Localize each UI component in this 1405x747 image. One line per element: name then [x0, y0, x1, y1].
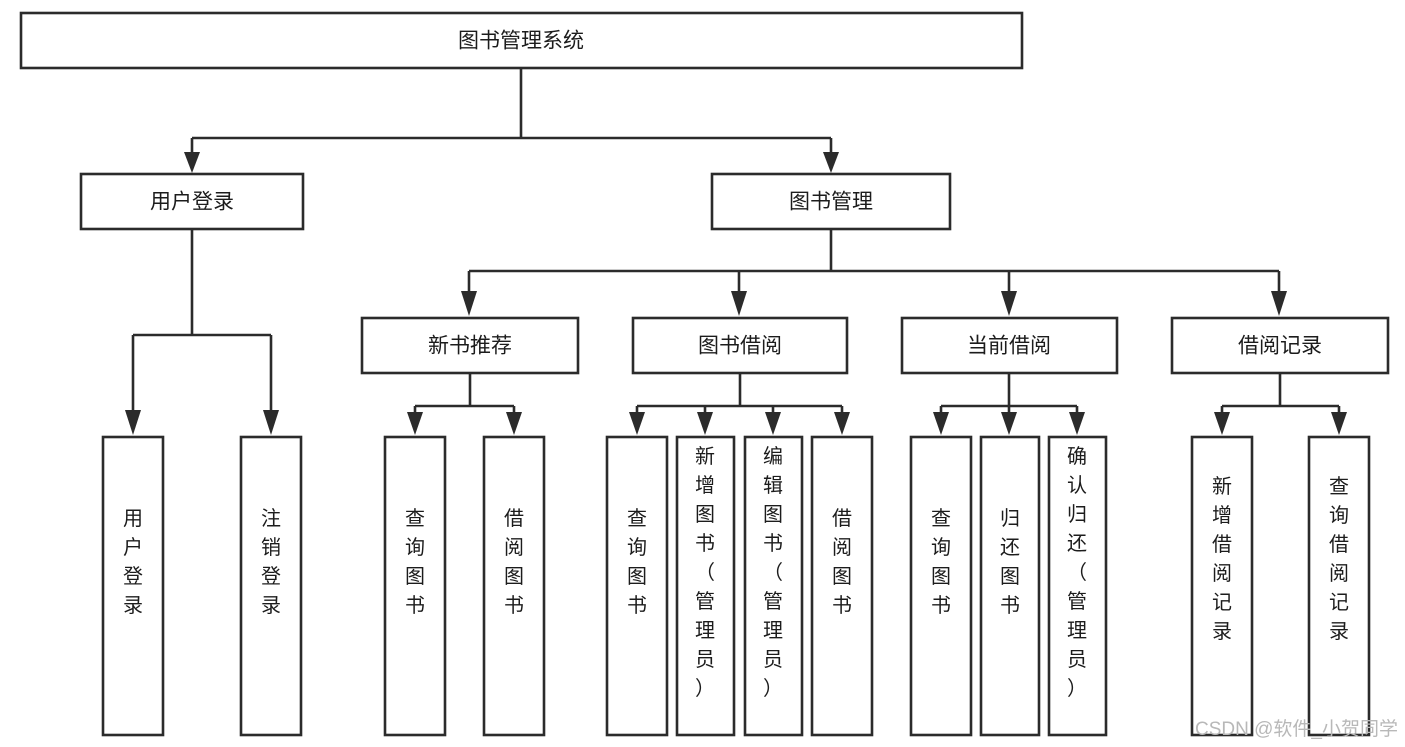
- leaf-cb-return-book[interactable]: 归还图书: [979, 435, 1041, 737]
- leaf-cb-return-book-box[interactable]: [979, 435, 1041, 737]
- arrow-to-current-borrow: [1001, 291, 1017, 316]
- leaf-nbr-borrow-book-label: 借阅图书: [504, 507, 524, 617]
- leaf-nbr-query-book-box[interactable]: [383, 435, 447, 737]
- leaf-cb-query-book-box[interactable]: [909, 435, 973, 737]
- leaf-nbr-query-book-label: 查询图书: [405, 507, 425, 617]
- user-login-label: 用户登录: [150, 191, 234, 214]
- leaf-cb-confirm-return[interactable]: 确认归还（管理员）: [1047, 435, 1108, 737]
- leaf-bb-borrow-book-box[interactable]: [810, 435, 874, 737]
- leaf-bb-add-book-box[interactable]: [675, 435, 736, 737]
- book-borrow-label: 图书借阅: [698, 335, 782, 358]
- watermark-label: CSDN @软件_小贺同学: [1195, 718, 1398, 740]
- root-box[interactable]: [19, 11, 1024, 70]
- node-user-login[interactable]: 用户登录: [79, 172, 305, 231]
- arrow-to-nbr-leaf-1: [407, 412, 423, 435]
- arrow-to-borrow-record: [1271, 291, 1287, 316]
- leaf-user-login-label: 用户登录: [123, 508, 143, 617]
- leaf-br-query-record-label: 查询借阅记录: [1329, 475, 1349, 643]
- leaf-logout-label: 注销登录: [261, 507, 281, 617]
- leaf-nbr-query-book[interactable]: 查询图书: [383, 435, 447, 737]
- arrow-to-book-borrow: [731, 291, 747, 316]
- borrow-record-label: 借阅记录: [1238, 335, 1322, 358]
- arrow-to-book-manage: [823, 152, 839, 173]
- leaf-nbr-borrow-book-box[interactable]: [482, 435, 546, 737]
- node-new-book-recommend[interactable]: 新书推荐: [360, 316, 580, 375]
- leaf-bb-edit-book[interactable]: 编辑图书（管理员）: [743, 435, 804, 737]
- book-manage-label: 图书管理: [789, 191, 873, 214]
- arrow-to-bb-leaf-2: [697, 412, 713, 435]
- arrow-to-cb-leaf-2: [1001, 412, 1017, 435]
- arrow-to-bb-leaf-4: [834, 412, 850, 435]
- connector-borrow-record-to-leaves: [1214, 373, 1347, 435]
- leaf-user-login-box[interactable]: [101, 435, 165, 737]
- arrow-to-nbr-leaf-2: [506, 412, 522, 435]
- arrow-to-br-leaf-2: [1331, 412, 1347, 435]
- leaf-cb-query-book[interactable]: 查询图书: [909, 435, 973, 737]
- book-borrow-box[interactable]: [631, 316, 849, 375]
- arrow-to-new-book-recommend: [461, 291, 477, 316]
- leaf-cb-confirm-return-box[interactable]: [1047, 435, 1108, 737]
- leaf-bb-borrow-book-label: 借阅图书: [832, 507, 852, 617]
- borrow-record-box[interactable]: [1170, 316, 1390, 375]
- leaf-bb-edit-book-label: 编辑图书（管理员）: [763, 445, 783, 700]
- leaf-bb-add-book[interactable]: 新增图书（管理员）: [675, 435, 736, 737]
- connector-book-manage-to-level3: [461, 229, 1287, 316]
- leaf-br-query-record[interactable]: 查询借阅记录: [1307, 435, 1371, 737]
- connector-book-borrow-to-leaves: [629, 373, 850, 435]
- leaf-br-add-record-box[interactable]: [1190, 435, 1254, 737]
- new-book-recommend-label: 新书推荐: [428, 335, 512, 358]
- leaf-user-login[interactable]: 用户登录: [101, 435, 165, 737]
- root-label: 图书管理系统: [458, 30, 584, 53]
- leaf-bb-query-book[interactable]: 查询图书: [605, 435, 669, 737]
- new-book-recommend-box[interactable]: [360, 316, 580, 375]
- leaf-bb-query-book-label: 查询图书: [627, 507, 647, 617]
- leaf-logout[interactable]: 注销登录: [239, 435, 303, 737]
- leaf-br-add-record[interactable]: 新增借阅记录: [1190, 435, 1254, 737]
- connector-root-to-level2: [184, 68, 839, 173]
- leaf-cb-return-book-label: 归还图书: [1000, 507, 1020, 617]
- book-manage-box[interactable]: [710, 172, 952, 231]
- arrow-to-bb-leaf-1: [629, 412, 645, 435]
- leaf-bb-borrow-book[interactable]: 借阅图书: [810, 435, 874, 737]
- node-borrow-record[interactable]: 借阅记录: [1170, 316, 1390, 375]
- leaf-cb-confirm-return-label: 确认归还（管理员）: [1067, 445, 1087, 700]
- leaf-logout-box[interactable]: [239, 435, 303, 737]
- node-root-system[interactable]: 图书管理系统: [19, 11, 1024, 70]
- leaf-bb-add-book-label: 新增图书（管理员）: [695, 445, 715, 700]
- leaf-bb-query-book-box[interactable]: [605, 435, 669, 737]
- arrow-to-cb-leaf-1: [933, 412, 949, 435]
- current-borrow-box[interactable]: [900, 316, 1119, 375]
- node-book-manage[interactable]: 图书管理: [710, 172, 952, 231]
- arrow-to-leaf-logout: [263, 410, 279, 435]
- arrow-to-leaf-user-login: [125, 410, 141, 435]
- leaf-cb-query-book-label: 查询图书: [931, 507, 951, 617]
- connector-current-borrow-to-leaves: [933, 373, 1085, 435]
- arrow-to-br-leaf-1: [1214, 412, 1230, 435]
- arrow-to-bb-leaf-3: [765, 412, 781, 435]
- connector-new-book-recommend-to-leaves: [407, 373, 522, 435]
- arrow-to-cb-leaf-3: [1069, 412, 1085, 435]
- connector-user-login-to-leaves: [125, 229, 279, 435]
- node-book-borrow[interactable]: 图书借阅: [631, 316, 849, 375]
- leaf-bb-edit-book-box[interactable]: [743, 435, 804, 737]
- leaf-br-query-record-box[interactable]: [1307, 435, 1371, 737]
- leaf-nbr-borrow-book[interactable]: 借阅图书: [482, 435, 546, 737]
- arrow-to-user-login: [184, 152, 200, 173]
- node-current-borrow[interactable]: 当前借阅: [900, 316, 1119, 375]
- leaf-br-add-record-label: 新增借阅记录: [1212, 475, 1232, 643]
- current-borrow-label: 当前借阅: [967, 335, 1051, 358]
